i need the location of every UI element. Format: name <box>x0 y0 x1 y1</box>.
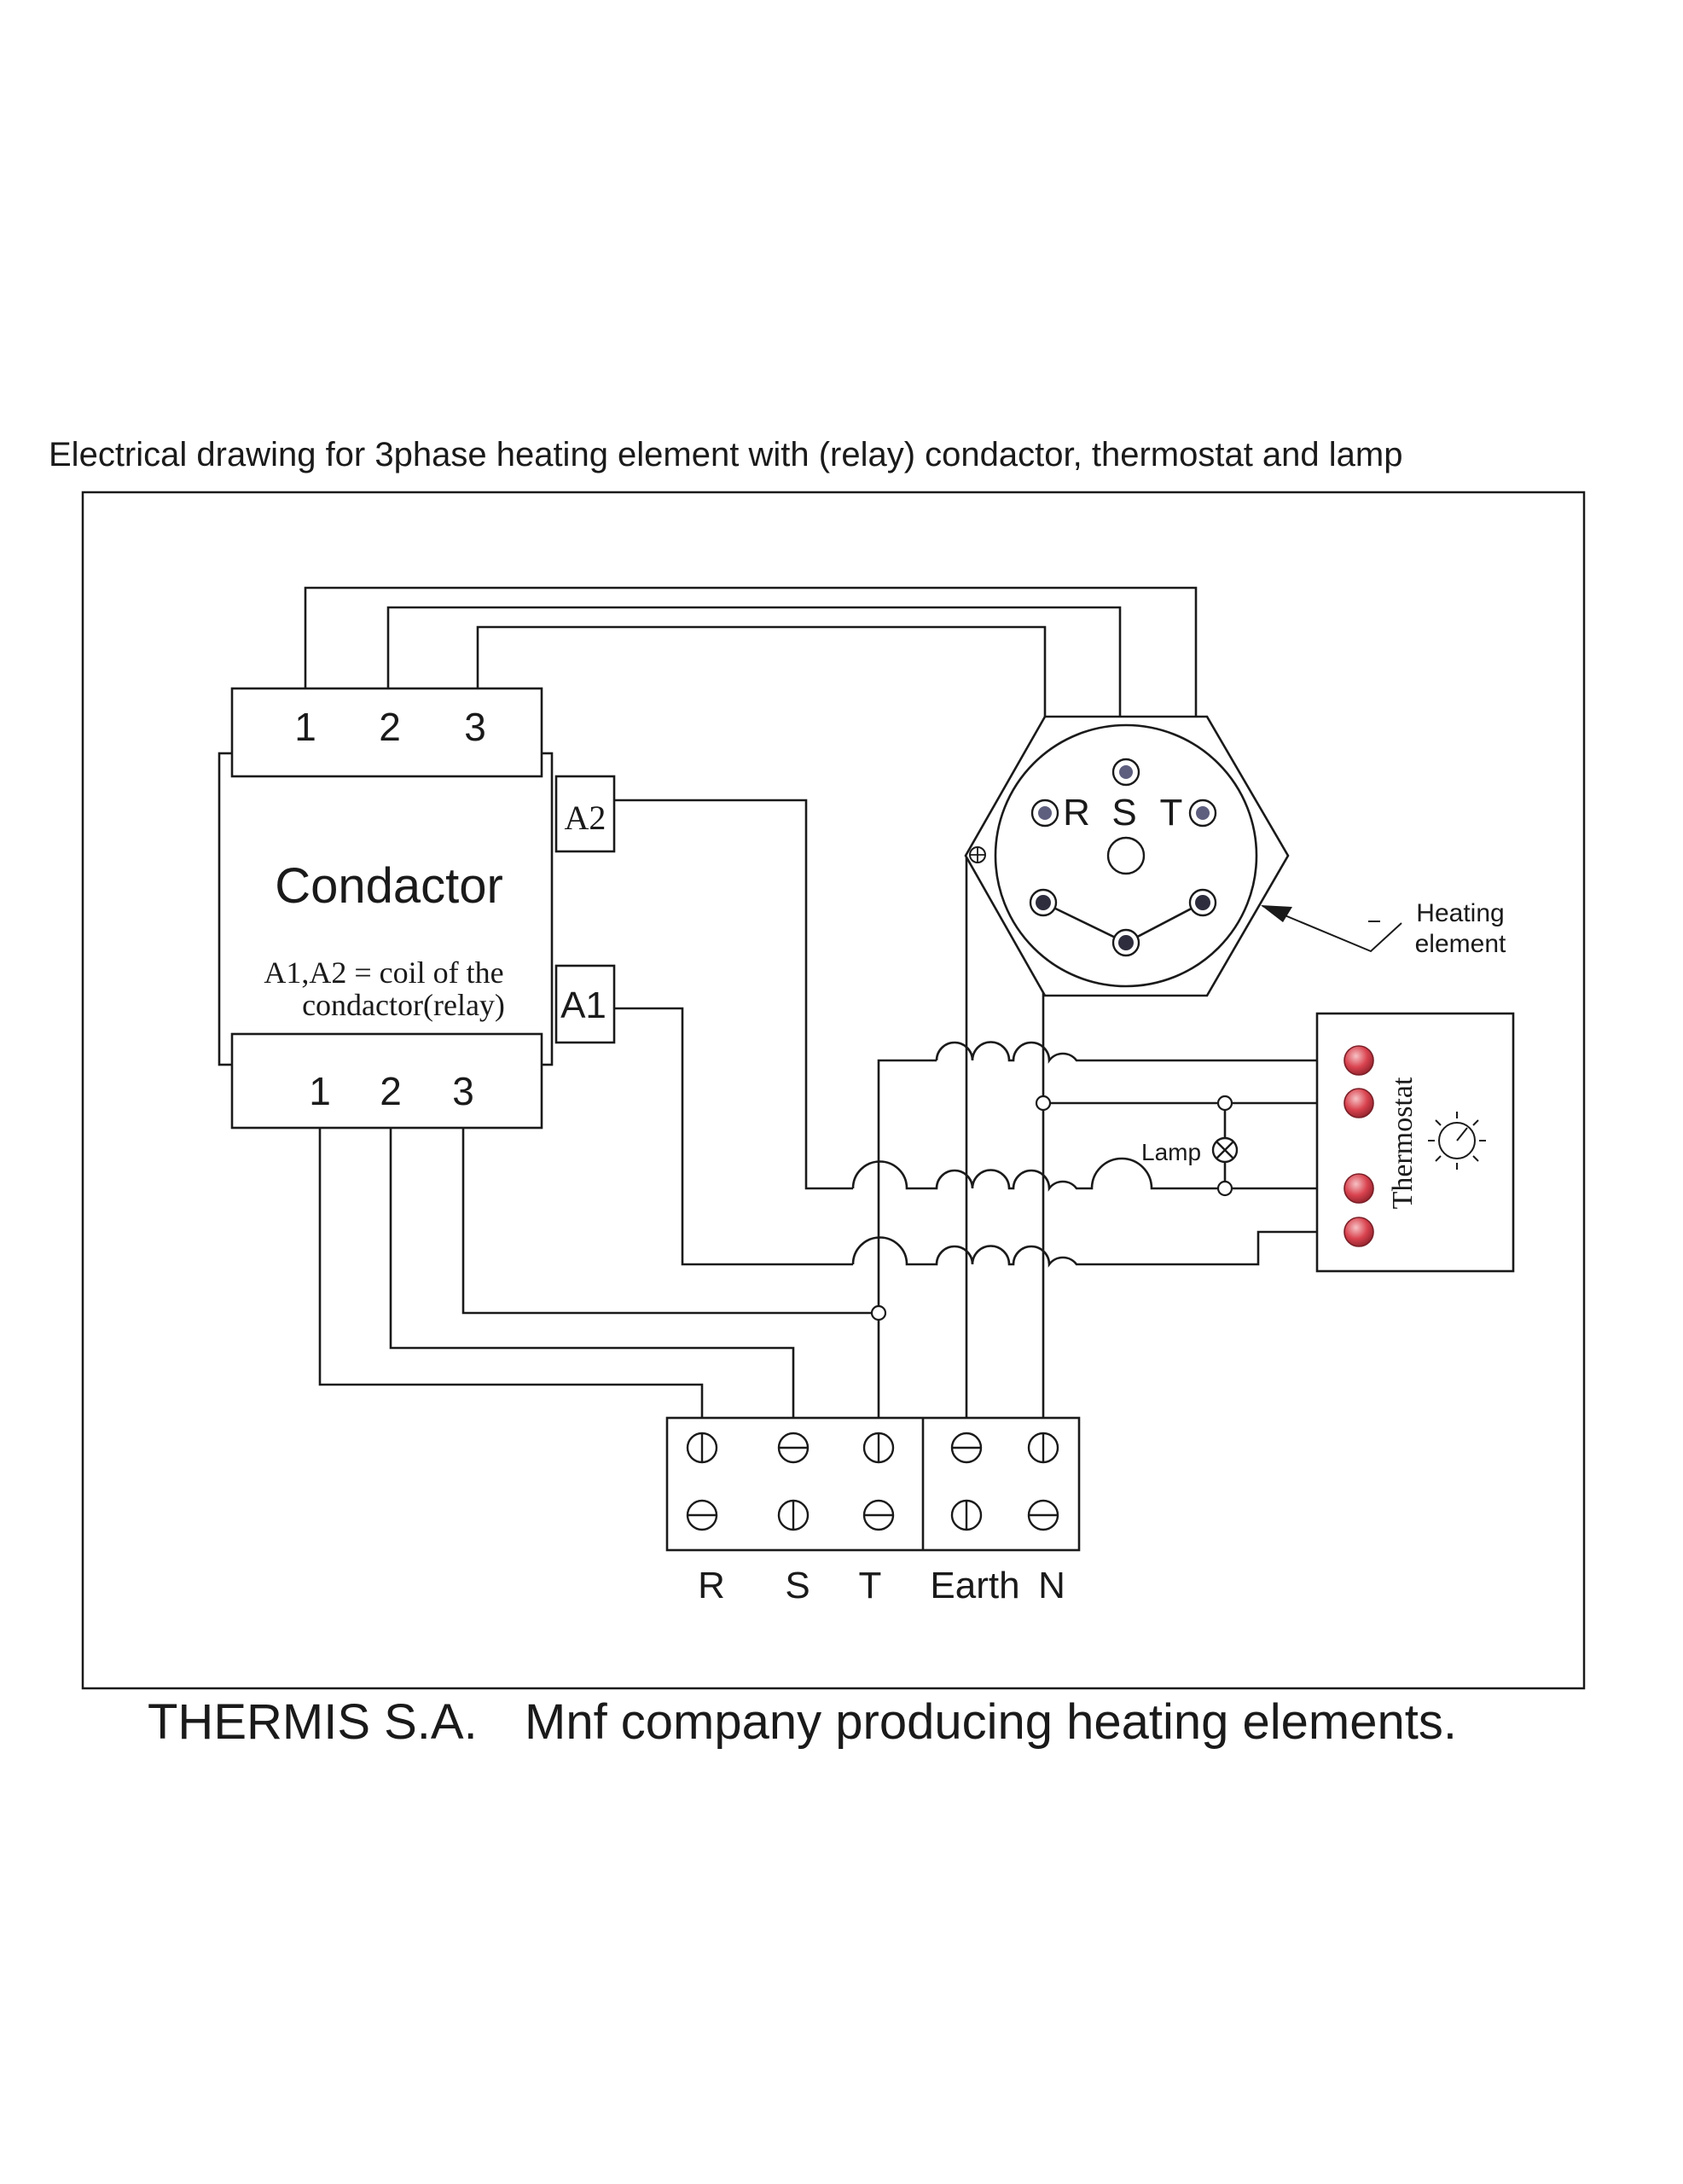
element-terminal-r <box>1030 799 1059 828</box>
heating-element-callout <box>1261 905 1402 953</box>
condactor-bottom-terminal-3: 3 <box>452 1069 474 1113</box>
screw-terminal-icon <box>1027 1499 1059 1531</box>
thermostat-knob-icon <box>1428 1112 1486 1170</box>
footer-company: THERMIS S.A. <box>148 1694 478 1750</box>
terminal-label-t: T <box>859 1565 882 1606</box>
thermostat-terminal-1 <box>1343 1045 1374 1076</box>
screw-terminal-icon <box>862 1432 895 1464</box>
element-label-r: R <box>1063 792 1090 834</box>
terminal-screws <box>686 1432 1059 1531</box>
screw-terminal-icon <box>777 1499 810 1531</box>
lamp-label: Lamp <box>1141 1139 1201 1165</box>
terminal-label-n: N <box>1038 1565 1065 1606</box>
coil-a2-label: A2 <box>565 799 606 837</box>
condactor <box>218 687 616 1130</box>
footer-tagline: Mnf company producing heating elements. <box>525 1694 1457 1750</box>
drawing-frame <box>81 491 1586 1690</box>
center-hole <box>1106 836 1146 875</box>
condactor-bottom-terminal-2: 2 <box>380 1069 402 1113</box>
condactor-top-terminal-2: 2 <box>379 705 401 749</box>
thermostat <box>1315 1012 1515 1273</box>
element-terminal-t <box>1188 799 1217 828</box>
screw-terminal-icon <box>950 1499 983 1531</box>
condactor-top-terminal-1: 1 <box>294 705 316 749</box>
screw-terminal-icon <box>686 1432 718 1464</box>
element-star-terminals <box>1029 888 1217 957</box>
condactor-label: Condactor <box>275 858 503 914</box>
terminal-label-earth: Earth <box>930 1565 1019 1606</box>
element-label-t: T <box>1160 792 1183 834</box>
terminal-label-r: R <box>698 1565 725 1606</box>
heating-element-label-line2: element <box>1415 930 1506 958</box>
screw-terminal-icon <box>777 1432 810 1464</box>
condactor-note-line1: A1,A2 = coil of the <box>264 956 503 990</box>
screw-terminal-icon <box>950 1432 983 1464</box>
thermostat-terminal-2 <box>1343 1088 1374 1118</box>
heating-element-label-line1: Heating <box>1416 899 1504 927</box>
heating-element <box>964 715 1290 997</box>
screw-terminal-icon <box>1027 1432 1059 1464</box>
lamp-symbol <box>1211 1136 1239 1164</box>
condactor-bottom-terminal-1: 1 <box>309 1069 331 1113</box>
condactor-top-terminal-3: 3 <box>464 705 486 749</box>
thermostat-terminal-4 <box>1343 1217 1374 1247</box>
element-label-s: S <box>1111 792 1136 834</box>
screw-terminal-icon <box>862 1499 895 1531</box>
coil-a1-label: A1 <box>560 985 606 1026</box>
coil-a1-box <box>554 964 616 1044</box>
earth-screw-icon <box>969 846 986 863</box>
thermostat-terminal-3 <box>1343 1173 1374 1204</box>
diagram-title: Electrical drawing for 3phase heating el… <box>49 436 1402 473</box>
terminal-label-s: S <box>785 1565 810 1606</box>
coil-a2-box <box>554 775 616 853</box>
screw-terminal-icon <box>686 1499 718 1531</box>
junction-dots <box>870 1095 1233 1321</box>
condactor-note-line2: condactor(relay) <box>302 988 505 1022</box>
element-terminal-s <box>1111 758 1140 787</box>
thermostat-label: Thermostat <box>1387 1077 1419 1209</box>
